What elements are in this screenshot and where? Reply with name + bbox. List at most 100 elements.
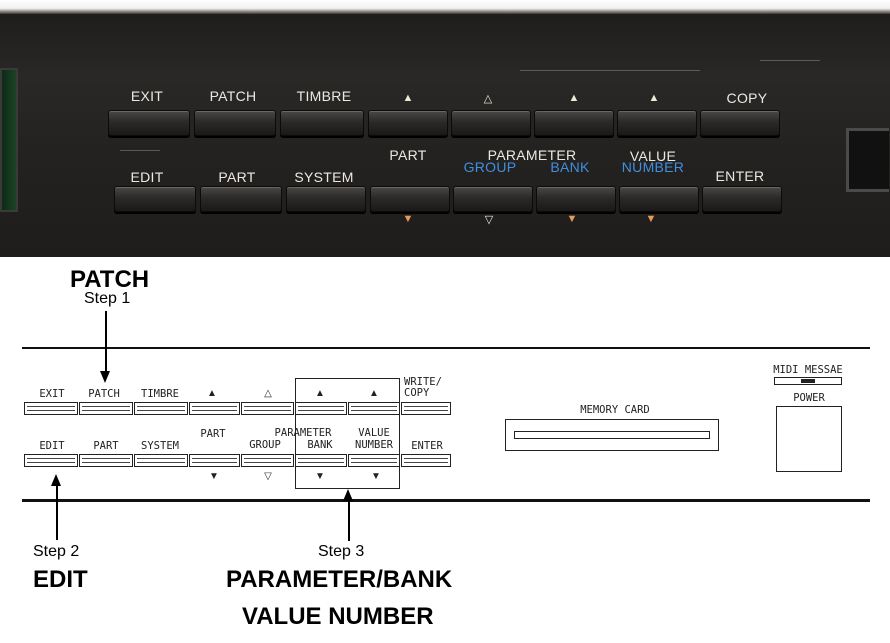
diagram-label-number: NUMBER [355,439,393,451]
diagram-label-timbre: TIMBRE [141,388,179,400]
photo-value-up-button[interactable] [617,110,697,136]
diagram-label-patch: PATCH [88,388,120,400]
photo-group-down-arrow-icon: ▽ [484,214,494,226]
step1-title: PATCH [70,266,150,293]
photo-group-up-button[interactable] [451,110,531,136]
card-slot-bezel [846,128,889,192]
photo-bank-up-button[interactable] [534,110,614,136]
photo-top-strip [0,0,890,14]
photo-bank-down-arrow-icon: ▼ [566,213,578,225]
photo-label-system: SYSTEM [294,169,354,185]
diagram-patch-button[interactable] [79,402,133,415]
step3-title-line2: VALUE NUMBER [242,603,434,630]
diagram-group-down-arrow-icon: ▽ [264,471,272,482]
photo-system-button[interactable] [286,186,366,212]
diagram-part-up-button[interactable] [189,402,240,415]
diagram-group-down-button[interactable] [241,454,294,467]
diagram-bank-down-button[interactable] [295,454,347,467]
panel-top-line [22,347,870,349]
photo-label-bank: BANK [550,159,590,175]
diagram-label-copy: COPY [404,387,430,399]
photo-label-group: GROUP [463,159,517,175]
photo-label-timbre: TIMBRE [296,88,352,104]
step1-arrow-icon [100,371,110,383]
step3-label: Step 3 [318,543,365,560]
photo-value-down-button[interactable] [619,186,699,212]
photo-part-down-button[interactable] [370,186,450,212]
diagram-label-enter: ENTER [411,440,443,452]
diagram-write-copy-button[interactable] [401,402,451,415]
photo-bank-up-arrow-icon: ▲ [568,92,580,104]
diagram-label-parameter: PARAMETER [274,427,332,439]
photo-patch-button[interactable] [194,110,276,136]
power-label: POWER [793,392,825,404]
photo-value-up-arrow-icon: ▲ [648,92,660,104]
diagram-label-edit: EDIT [39,440,65,452]
photo-part-button[interactable] [200,186,282,212]
step1-arrow-line [105,311,107,377]
photo-label-parameter: PARAMETER [487,147,577,163]
step3-title-line1: PARAMETER/BANK [226,566,453,593]
diagram-bank-down-arrow-icon: ▼ [315,471,325,482]
diagram-part-button[interactable] [79,454,133,467]
memory-card-opening [514,431,710,439]
diagram-label-group: GROUP [249,439,281,451]
photo-part-down-arrow-icon: ▼ [402,213,414,225]
diagram-label-value: VALUE [358,427,390,439]
photo-label-number: NUMBER [621,159,685,175]
step2-arrow-icon [51,474,61,486]
diagram-group-up-arrow-icon: △ [264,388,272,399]
photo-part-up-arrow-icon: ▲ [402,92,414,104]
step2-title: EDIT [33,566,88,593]
diagram-enter-button[interactable] [401,454,451,467]
display-window [0,68,18,212]
diagram-label-exit: EXIT [39,388,65,400]
panel-bottom-line [22,499,870,502]
scratch-mark [120,150,160,151]
photo-label-patch: PATCH [209,88,257,104]
photo-timbre-button[interactable] [280,110,364,136]
device-photo: EXIT PATCH TIMBRE ▲ △ ▲ ▲ COPY PART PARA… [0,0,890,257]
diagram-value-up-button[interactable] [348,402,400,415]
diagram-label-write: WRITE/ [404,376,442,388]
photo-label-part: PART [218,169,256,185]
diagram-part-down-button[interactable] [189,454,240,467]
photo-label-edit: EDIT [130,169,164,185]
photo-part-up-button[interactable] [368,110,448,136]
memory-card-label: MEMORY CARD [580,404,650,416]
diagram-label-bank: BANK [307,439,333,451]
photo-label-part-group: PART [389,147,427,163]
power-button[interactable] [776,406,842,472]
diagram-label-part: PART [93,440,119,452]
diagram-value-down-arrow-icon: ▼ [371,471,381,482]
photo-group-up-arrow-icon: △ [483,93,493,105]
scratch-mark [760,60,820,61]
midi-message-label: MIDI MESSAE [773,364,843,376]
diagram-exit-button[interactable] [24,402,78,415]
step3-arrow-icon [343,489,353,501]
step1-label: Step 1 [84,290,131,307]
photo-value-down-arrow-icon: ▼ [645,213,657,225]
photo-label-enter: ENTER [715,168,765,184]
photo-label-exit: EXIT [130,88,164,104]
diagram-system-button[interactable] [134,454,188,467]
diagram-part-down-arrow-icon: ▼ [209,471,219,482]
diagram-label-system: SYSTEM [141,440,179,452]
step2-arrow-line [56,484,58,540]
diagram-value-up-arrow-icon: ▲ [369,388,379,399]
photo-edit-button[interactable] [114,186,196,212]
photo-exit-button[interactable] [108,110,190,136]
diagram-edit-button[interactable] [24,454,78,467]
photo-label-value: VALUE [629,148,677,164]
diagram-timbre-button[interactable] [134,402,188,415]
photo-group-down-button[interactable] [453,186,533,212]
photo-enter-button[interactable] [702,186,782,212]
photo-bank-down-button[interactable] [536,186,616,212]
diagram-bank-up-arrow-icon: ▲ [315,388,325,399]
photo-copy-button[interactable] [700,110,780,136]
diagram-label-part-group: PART [200,428,226,440]
step2-label: Step 2 [33,543,80,560]
diagram-group-up-button[interactable] [241,402,294,415]
midi-indicator-icon [774,377,842,385]
memory-card-slot[interactable] [505,419,719,451]
